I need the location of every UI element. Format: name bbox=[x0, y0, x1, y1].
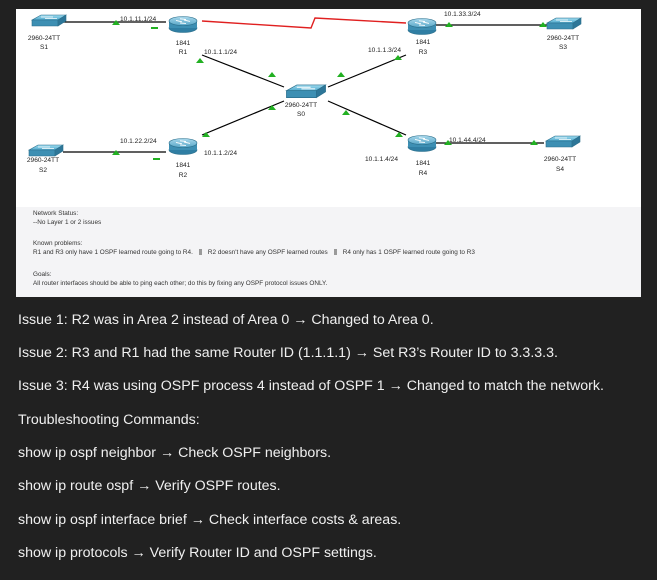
link-r1-s0 bbox=[201, 54, 285, 88]
links bbox=[63, 17, 548, 153]
r2-core-ip-label: 10.1.1.2/24 bbox=[204, 150, 237, 157]
r4-name-label: R4 bbox=[419, 170, 428, 177]
r3-name-label: R3 bbox=[419, 49, 428, 56]
r2-name-label: R2 bbox=[179, 172, 188, 179]
router-r1-icon[interactable] bbox=[168, 16, 198, 33]
router-r3-icon[interactable] bbox=[407, 18, 437, 35]
switch-s3-icon[interactable] bbox=[546, 17, 582, 30]
r1-name-label: R1 bbox=[179, 49, 188, 56]
problem-item: R4 only has 1 OSPF learned route going t… bbox=[342, 249, 475, 256]
s0-name-label: S0 bbox=[297, 111, 305, 118]
router-r4-icon[interactable] bbox=[407, 135, 437, 152]
s2-name-label: S2 bbox=[39, 167, 47, 174]
issue-1-text: Issue 1: R2 was in Area 2 instead of Are… bbox=[18, 312, 434, 328]
s3-model-label: 2960-24TT bbox=[547, 35, 579, 42]
s4-name-label: S4 bbox=[556, 166, 564, 173]
problem-item: R2 doesn't have any OSPF learned routes bbox=[207, 249, 328, 256]
separator bbox=[198, 249, 202, 256]
r1-model-label: 1841 bbox=[176, 40, 191, 47]
command-3-text: show ip ospf interface brief → Check int… bbox=[18, 512, 402, 528]
goals-text: All router interfaces should be able to … bbox=[33, 280, 328, 287]
r3-core-ip-label: 10.1.1.3/24 bbox=[368, 47, 401, 54]
port-indicators bbox=[112, 20, 547, 160]
issue-2-text: Issue 2: R3 and R1 had the same Router I… bbox=[18, 345, 558, 361]
command-4-text: show ip protocols → Verify Router ID and… bbox=[18, 545, 377, 561]
r3-model-label: 1841 bbox=[416, 39, 431, 46]
link-r3-s0 bbox=[327, 54, 407, 88]
serial-link-r1-r3 bbox=[201, 17, 407, 29]
status-heading: Network Status: bbox=[33, 210, 79, 217]
command-1-text: show ip ospf neighbor → Check OSPF neigh… bbox=[18, 445, 332, 461]
router-r2-icon[interactable] bbox=[168, 138, 198, 155]
s4-model-label: 2960-24TT bbox=[544, 156, 576, 163]
topology-canvas: 2960-24TT S1 2960-24TT S2 2960-24TT S3 2… bbox=[27, 11, 582, 179]
commands-heading: Troubleshooting Commands: bbox=[18, 412, 200, 428]
s3-name-label: S3 bbox=[559, 44, 567, 51]
switch-s0-icon[interactable] bbox=[285, 84, 327, 99]
r4-model-label: 1841 bbox=[416, 160, 431, 167]
link-r4-s0 bbox=[327, 100, 407, 136]
r1-lan-ip-label: 10.1.11.1/24 bbox=[120, 16, 157, 23]
separator bbox=[333, 249, 337, 256]
s1-name-label: S1 bbox=[40, 44, 48, 51]
r3-lan-ip-label: 10.1.33.3/24 bbox=[444, 11, 481, 18]
switch-s4-icon[interactable] bbox=[545, 135, 581, 148]
r4-core-ip-label: 10.1.1.4/24 bbox=[365, 156, 398, 163]
issue-3-text: Issue 3: R4 was using OSPF process 4 ins… bbox=[18, 378, 604, 394]
switch-s2-icon[interactable] bbox=[28, 144, 64, 157]
goals-heading: Goals: bbox=[33, 271, 52, 278]
network-status-panel: Network Status: --No Layer 1 or 2 issues… bbox=[16, 207, 641, 297]
r1-core-ip-label: 10.1.1.1/24 bbox=[204, 49, 237, 56]
switch-s1-icon[interactable] bbox=[31, 14, 67, 27]
s2-model-label: 2960-24TT bbox=[27, 157, 59, 164]
r4-lan-ip-label: 10.1.44.4/24 bbox=[449, 137, 486, 144]
r2-model-label: 1841 bbox=[176, 162, 191, 169]
topology-diagram: 2960-24TT S1 2960-24TT S2 2960-24TT S3 2… bbox=[16, 9, 641, 297]
link-r2-s0 bbox=[201, 100, 285, 136]
known-problems-heading: Known problems: bbox=[33, 240, 83, 247]
command-2-text: show ip route ospf → Verify OSPF routes. bbox=[18, 478, 281, 494]
status-line: --No Layer 1 or 2 issues bbox=[33, 219, 102, 226]
s1-model-label: 2960-24TT bbox=[28, 35, 60, 42]
problem-item: R1 and R3 only have 1 OSPF learned route… bbox=[33, 249, 193, 256]
s0-model-label: 2960-24TT bbox=[285, 102, 317, 109]
r2-lan-ip-label: 10.1.22.2/24 bbox=[120, 138, 157, 145]
known-problems-list: R1 and R3 only have 1 OSPF learned route… bbox=[33, 249, 475, 256]
